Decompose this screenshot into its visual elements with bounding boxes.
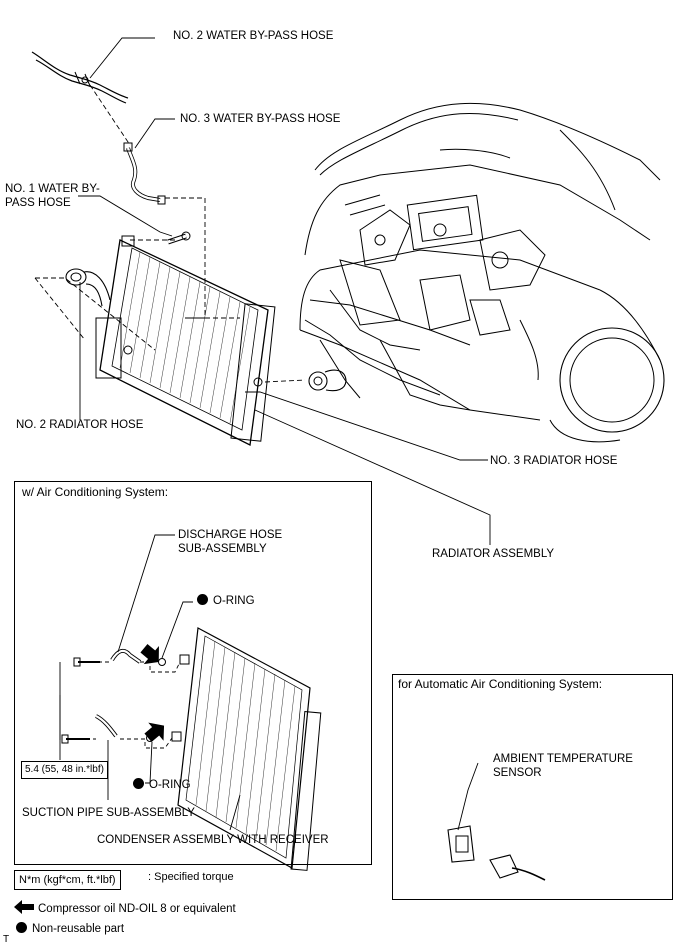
label-discharge-hose-line1: DISCHARGE HOSE xyxy=(178,529,283,541)
no2-water-bypass-hose-drawing xyxy=(31,51,129,104)
label-no2-water-bypass-hose: NO. 2 WATER BY-PASS HOSE xyxy=(173,30,334,42)
non-reusable-dot-icon xyxy=(133,778,144,789)
legend-torque-desc: : Specified torque xyxy=(148,871,234,883)
label-suction-pipe: SUCTION PIPE SUB-ASSEMBLY xyxy=(22,807,195,819)
leader-lines xyxy=(78,37,491,545)
label-radiator-assembly: RADIATOR ASSEMBLY xyxy=(432,548,555,560)
label-ambient-sensor-line1: AMBIENT TEMPERATURE xyxy=(493,753,633,765)
corner-mark: T xyxy=(3,934,10,945)
label-no1-water-bypass-hose-line2: PASS HOSE xyxy=(5,197,71,209)
auto-ac-panel-title: for Automatic Air Conditioning System: xyxy=(398,677,603,691)
legend-torque-box: N*m (kgf*cm, ft.*lbf) xyxy=(14,870,121,890)
ac-dashed-guides xyxy=(72,661,181,749)
label-ambient-sensor-line2: SENSOR xyxy=(493,767,542,779)
label-discharge-hose-line2: SUB-ASSEMBLY xyxy=(178,543,267,555)
ac-leader-lines xyxy=(59,534,241,831)
compressor-oil-arrow-icon xyxy=(14,900,34,914)
compressor-oil-arrow-icon-top xyxy=(140,644,159,665)
no1-water-bypass-hose-drawing xyxy=(167,231,191,245)
torque-spec-box: 5.4 (55, 48 in.*lbf) xyxy=(21,761,108,779)
label-no3-radiator-hose: NO. 3 RADIATOR HOSE xyxy=(490,455,618,467)
compressor-oil-arrow-icon-bottom xyxy=(144,722,165,742)
legend-oil-row: Compressor oil ND-OIL 8 or equivalent xyxy=(14,900,236,916)
ambient-sensor-drawing xyxy=(447,762,546,881)
label-no1-water-bypass-hose-line1: NO. 1 WATER BY- xyxy=(5,183,100,195)
no3-water-bypass-hose-drawing xyxy=(123,142,166,205)
legend-nonreusable-desc: Non-reusable part xyxy=(32,923,125,935)
o-ring-bottom-text: O-RING xyxy=(149,779,191,791)
ac-system-panel xyxy=(14,481,372,865)
legend-nonreusable-row: Non-reusable part xyxy=(16,922,124,936)
label-no2-radiator-hose: NO. 2 RADIATOR HOSE xyxy=(16,419,144,431)
no2-radiator-hose-drawing xyxy=(65,268,111,307)
label-no3-water-bypass-hose: NO. 3 WATER BY-PASS HOSE xyxy=(180,113,341,125)
vehicle-front-drawing xyxy=(299,102,665,443)
label-condenser: CONDENSER ASSEMBLY WITH RECEIVER xyxy=(97,834,329,846)
discharge-hose-drawing xyxy=(73,648,142,667)
legend-oil-desc: Compressor oil ND-OIL 8 or equivalent xyxy=(38,903,236,915)
label-o-ring-top: O-RING xyxy=(197,594,255,608)
auto-ac-panel xyxy=(392,674,673,900)
condenser-drawing xyxy=(171,627,322,871)
dashed-guides xyxy=(34,84,306,383)
ac-panel-title: w/ Air Conditioning System: xyxy=(22,485,169,499)
radiator-assembly-drawing xyxy=(95,235,276,446)
non-reusable-dot-icon xyxy=(16,922,27,933)
non-reusable-dot-icon xyxy=(197,594,208,605)
o-ring-top-text: O-RING xyxy=(213,595,255,607)
label-o-ring-bottom: O-RING xyxy=(133,778,191,792)
